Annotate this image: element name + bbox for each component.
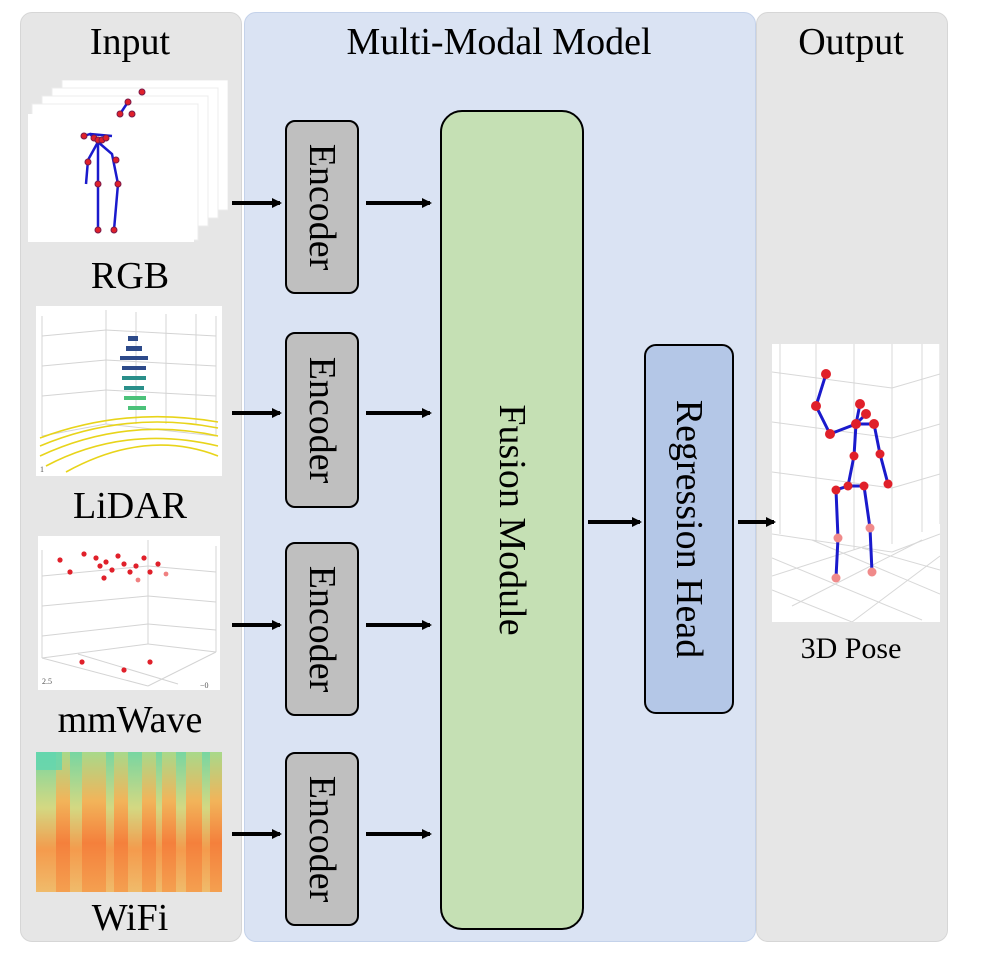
lidar-thumbnail: 1	[36, 306, 222, 476]
model-title: Multi-Modal Model	[346, 21, 652, 63]
encoder-lidar: Encoder	[285, 332, 359, 508]
regression-head: Regression Head	[644, 344, 734, 714]
output-label: 3D Pose	[800, 632, 902, 665]
mmwave-label: mmWave	[57, 699, 203, 741]
wifi-label: WiFi	[91, 897, 169, 939]
output-title: Output	[798, 21, 904, 63]
svg-text:2.5: 2.5	[42, 677, 52, 686]
rgb-thumbnail	[28, 80, 228, 242]
fusion-module: Fusion Module	[440, 110, 584, 930]
mmwave-thumbnail: 2.5 −0	[38, 536, 220, 690]
rgb-label: RGB	[90, 255, 170, 297]
encoder-wifi: Encoder	[285, 752, 359, 926]
wifi-thumbnail	[36, 752, 222, 892]
pose-3d-thumbnail	[772, 344, 940, 622]
lidar-label: LiDAR	[73, 485, 187, 527]
svg-text:−0: −0	[200, 681, 209, 690]
svg-text:1: 1	[40, 465, 44, 474]
encoder-rgb: Encoder	[285, 120, 359, 294]
encoder-mmwave: Encoder	[285, 542, 359, 716]
input-title: Input	[89, 21, 171, 63]
